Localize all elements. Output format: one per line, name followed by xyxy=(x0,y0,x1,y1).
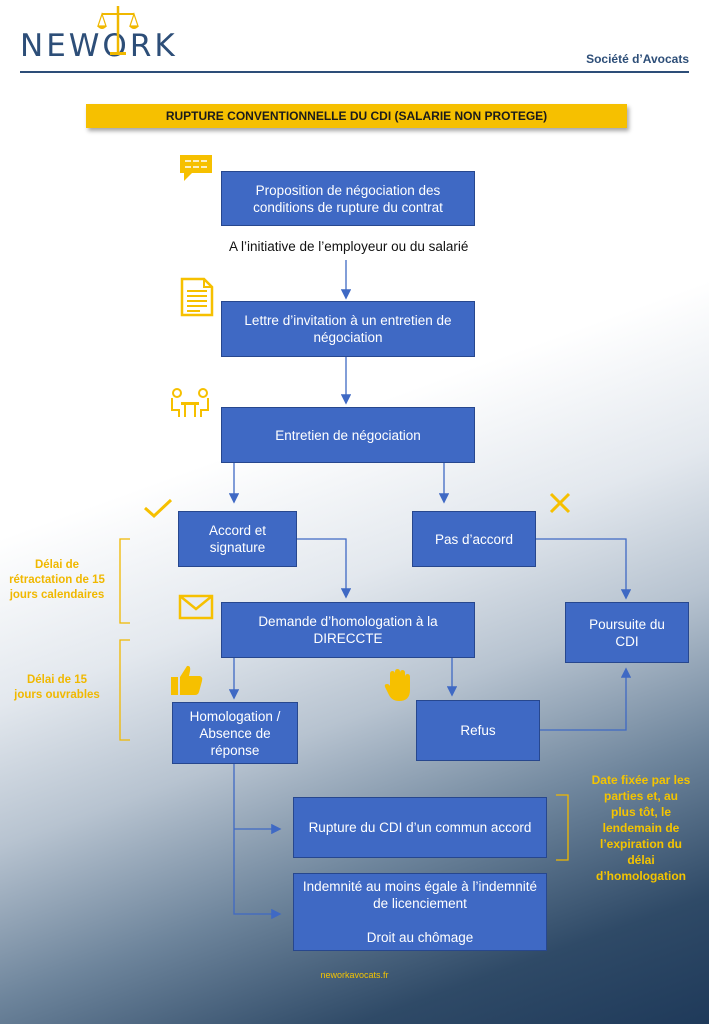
label-delai-retractation: Délai de rétractation de 15 jours calend… xyxy=(9,559,105,601)
meeting-icon xyxy=(171,388,209,417)
step-accord: Accord et signature xyxy=(178,511,297,567)
initiative-note: A l’initiative de l’employeur ou du sala… xyxy=(229,239,469,254)
envelope-icon xyxy=(178,594,214,620)
scales-of-justice-icon xyxy=(97,6,139,55)
label-delai-ouvrables: Délai de 15 jours ouvrables xyxy=(14,674,100,701)
step-proposition: Proposition de négociation des condition… xyxy=(221,171,475,226)
logo: NEWORK xyxy=(20,6,200,64)
step-homologation: Homologation / Absence de réponse xyxy=(172,702,298,764)
footer-website: neworkavocats.fr xyxy=(320,970,389,980)
arrow-refus-to-poursuite xyxy=(540,667,632,731)
speech-bubble-icon xyxy=(180,155,212,181)
header-divider xyxy=(20,71,689,73)
bracket-date xyxy=(556,794,569,861)
page-title: RUPTURE CONVENTIONNELLE DU CDI (SALARIE … xyxy=(86,104,627,128)
arrow-accord-to-demande xyxy=(297,538,352,599)
arrow-pas-accord-to-poursuite xyxy=(536,538,632,600)
step-lettre: Lettre d’invitation à un entretien de né… xyxy=(221,301,475,357)
step-poursuite: Poursuite du CDI xyxy=(565,602,689,663)
bracket-ouvrables xyxy=(119,639,130,741)
logo-text: NEWORK xyxy=(20,28,178,64)
step-refus: Refus xyxy=(416,700,540,761)
stop-hand-icon xyxy=(384,669,410,701)
cross-icon xyxy=(549,492,571,514)
arrow-homologation-to-indemnite xyxy=(233,764,282,920)
header-subtitle: Société d’Avocats xyxy=(586,52,689,66)
label-date-fixee: Date fixée par les parties et, au plus t… xyxy=(591,773,691,883)
step-demande: Demande d’homologation à la DIRECCTE xyxy=(221,602,475,658)
step-rupture: Rupture du CDI d’un commun accord xyxy=(293,797,547,858)
thumbs-up-icon xyxy=(171,665,203,695)
document-icon xyxy=(180,277,214,317)
step-indemnite: Indemnité au moins égale à l’indemnité d… xyxy=(293,873,547,951)
checkmark-icon xyxy=(144,498,173,519)
step-pas-accord: Pas d’accord xyxy=(412,511,536,567)
bracket-retractation xyxy=(119,538,130,624)
step-entretien: Entretien de négociation xyxy=(221,407,475,463)
